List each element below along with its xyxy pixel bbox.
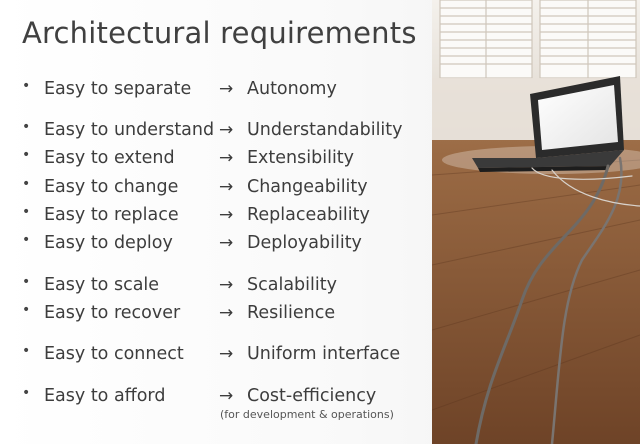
requirement-row: • Easy to deploy → Deployability: [0, 232, 432, 257]
arrow-right-icon: →: [219, 344, 234, 364]
requirement-quality: Replaceability: [247, 205, 370, 225]
requirement-easy-to: Easy to connect: [44, 344, 184, 364]
bullet: •: [22, 302, 31, 318]
requirement-quality: Changeability: [247, 177, 368, 197]
requirements-list: • Easy to separate → Autonomy • Easy to …: [0, 78, 432, 421]
bullet: •: [22, 204, 31, 220]
requirement-quality: Scalability: [247, 275, 337, 295]
bullet: •: [22, 78, 31, 94]
requirement-row: • Easy to separate → Autonomy: [0, 78, 432, 103]
arrow-right-icon: →: [219, 303, 234, 323]
arrow-right-icon: →: [219, 233, 234, 253]
requirement-row: • Easy to afford → Cost-efficiency (for …: [0, 385, 432, 421]
requirement-quality: Resilience: [247, 303, 336, 323]
requirement-easy-to: Easy to extend: [44, 148, 175, 168]
bullet: •: [22, 232, 31, 248]
requirement-row: • Easy to recover → Resilience: [0, 302, 432, 327]
cables: [474, 156, 640, 444]
slide-title: Architectural requirements: [22, 16, 417, 50]
laptop-on-floor-photo: [432, 0, 640, 444]
arrow-right-icon: →: [219, 79, 234, 99]
requirement-quality: Uniform interface: [247, 344, 401, 364]
requirement-easy-to: Easy to understand: [44, 120, 215, 140]
requirement-quality: Autonomy: [247, 79, 337, 99]
bullet: •: [22, 385, 31, 401]
window-shutters: [439, 0, 637, 79]
bullet: •: [22, 119, 31, 135]
requirement-easy-to: Easy to scale: [44, 275, 160, 295]
requirement-easy-to: Easy to recover: [44, 303, 181, 323]
requirement-row: • Easy to scale → Scalability: [0, 274, 432, 299]
laptop: [472, 76, 624, 172]
requirement-easy-to: Easy to afford: [44, 386, 166, 406]
requirement-quality: Cost-efficiency: [247, 386, 377, 406]
requirement-note: (for development & operations): [220, 408, 394, 421]
requirement-quality: Understandability: [247, 120, 403, 140]
arrow-right-icon: →: [219, 148, 234, 168]
requirement-quality: Extensibility: [247, 148, 355, 168]
bullet: •: [22, 176, 31, 192]
bullet: •: [22, 274, 31, 290]
requirement-row: • Easy to replace → Replaceability: [0, 204, 432, 229]
arrow-right-icon: →: [219, 177, 234, 197]
requirement-row: • Easy to connect → Uniform interface: [0, 343, 432, 368]
requirement-easy-to: Easy to change: [44, 177, 179, 197]
requirement-row: • Easy to understand → Understandability: [0, 119, 432, 144]
requirement-easy-to: Easy to deploy: [44, 233, 173, 253]
requirement-easy-to: Easy to replace: [44, 205, 179, 225]
bullet: •: [22, 147, 31, 163]
requirement-quality: Deployability: [247, 233, 362, 253]
arrow-right-icon: →: [219, 275, 234, 295]
arrow-right-icon: →: [219, 205, 234, 225]
arrow-right-icon: →: [219, 120, 234, 140]
bullet: •: [22, 343, 31, 359]
requirement-easy-to: Easy to separate: [44, 79, 192, 99]
arrow-right-icon: →: [219, 386, 234, 406]
requirement-row: • Easy to extend → Extensibility: [0, 147, 432, 172]
requirement-row: • Easy to change → Changeability: [0, 176, 432, 201]
